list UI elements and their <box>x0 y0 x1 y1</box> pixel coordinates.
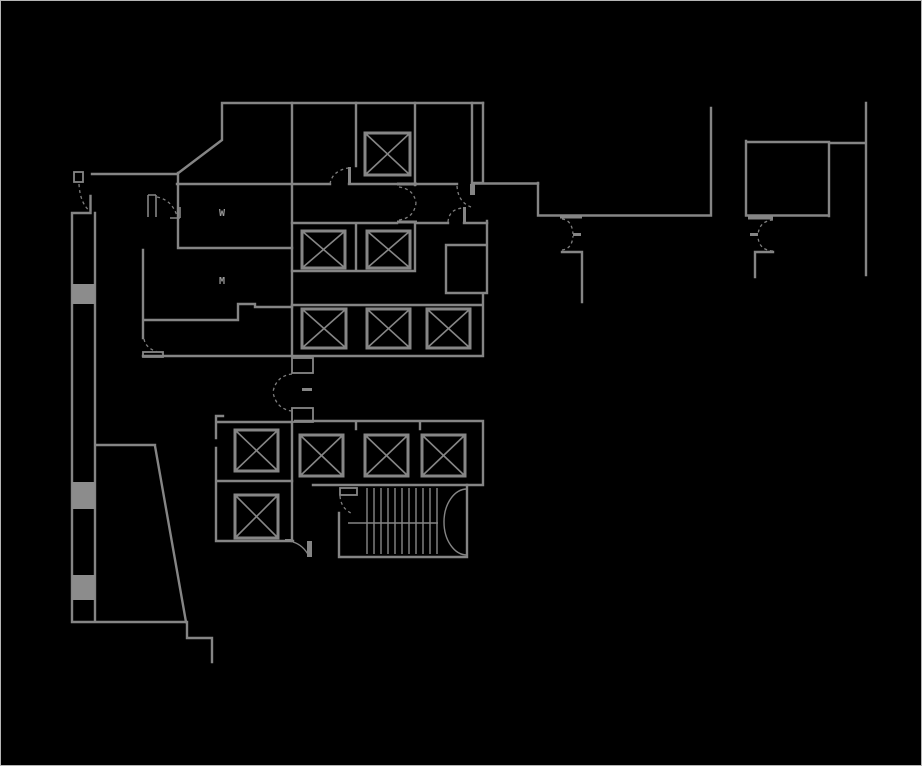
door-jamb <box>463 207 466 223</box>
wall-poche <box>72 482 95 509</box>
elevator-x-mark <box>301 308 347 349</box>
wall-segment <box>141 219 489 358</box>
door-header <box>748 216 773 220</box>
wall-segment <box>70 194 214 664</box>
elevator-x-mark <box>421 434 466 477</box>
wall-tick <box>285 539 293 542</box>
door-swing-arc <box>339 495 354 515</box>
privacy-screen <box>147 194 181 219</box>
door-swing-arc <box>156 196 178 217</box>
door-jamb <box>307 541 312 557</box>
door-header <box>397 220 417 224</box>
elevator-shaft-box <box>298 433 345 478</box>
elevator-shaft-box <box>420 433 467 478</box>
door-meeting-tick <box>750 233 758 236</box>
door-swing-arc <box>447 207 464 223</box>
door-swing-arc <box>456 185 472 208</box>
east-corridor-walls <box>536 101 868 304</box>
door-jamb <box>73 171 84 183</box>
door-meeting-tick <box>302 388 312 391</box>
elevator-shaft-box <box>300 307 348 350</box>
wall-segment <box>141 171 294 340</box>
elevator-x-mark <box>364 132 411 176</box>
elevator-shaft-box <box>233 493 280 540</box>
double-door-swing-arc <box>757 219 774 252</box>
wall-segment <box>337 483 469 559</box>
elevator-shafts <box>233 131 472 540</box>
elevator-shaft-box <box>363 131 412 177</box>
elevator-x-mark <box>234 494 279 539</box>
northwest-walls <box>90 101 485 176</box>
wall-poche <box>72 575 95 600</box>
elevator-shaft-box <box>365 229 412 270</box>
womens-restroom-label: W <box>219 208 226 219</box>
elevator-x-mark <box>366 230 411 269</box>
elevator-x-mark <box>364 434 409 477</box>
restroom-walls: W M <box>141 171 294 358</box>
double-door-swing-arc <box>561 218 574 251</box>
mens-restroom-label: M <box>219 276 225 287</box>
wall-poche <box>72 284 95 304</box>
elevator-x-mark <box>234 429 279 472</box>
elevator-shaft-box <box>363 433 410 478</box>
elevator-x-mark <box>426 308 471 349</box>
elevator-shaft-box <box>425 307 472 350</box>
double-door-swing-arc <box>272 373 293 412</box>
stair-treads <box>366 488 438 554</box>
wall-segment <box>175 182 540 225</box>
door-jamb <box>470 184 475 195</box>
wall-segment <box>536 101 868 304</box>
door-pier <box>291 357 314 374</box>
elevator-x-mark <box>299 434 344 477</box>
wall-segment <box>214 414 485 543</box>
door-header <box>397 182 417 186</box>
central-corridor <box>175 167 540 225</box>
door-jamb <box>348 167 351 184</box>
wall-segment <box>90 101 485 176</box>
door-header <box>560 215 582 219</box>
elevator-shaft-box <box>300 229 347 270</box>
door-meeting-tick <box>573 233 581 236</box>
double-door-swing-arc <box>398 186 417 221</box>
door-jamb <box>339 487 358 496</box>
left-corridor-wall <box>70 171 214 664</box>
door-swing-arc <box>143 338 163 354</box>
lower-elevator-bank-walls <box>214 414 485 557</box>
elevator-shaft-box <box>365 307 412 350</box>
elevator-x-mark <box>301 230 346 269</box>
elevator-x-mark <box>366 308 411 349</box>
elevator-shaft-box <box>233 428 280 473</box>
stair-curved-wall <box>443 488 468 556</box>
stairwell <box>337 483 469 559</box>
door-swing-arc <box>329 167 349 185</box>
